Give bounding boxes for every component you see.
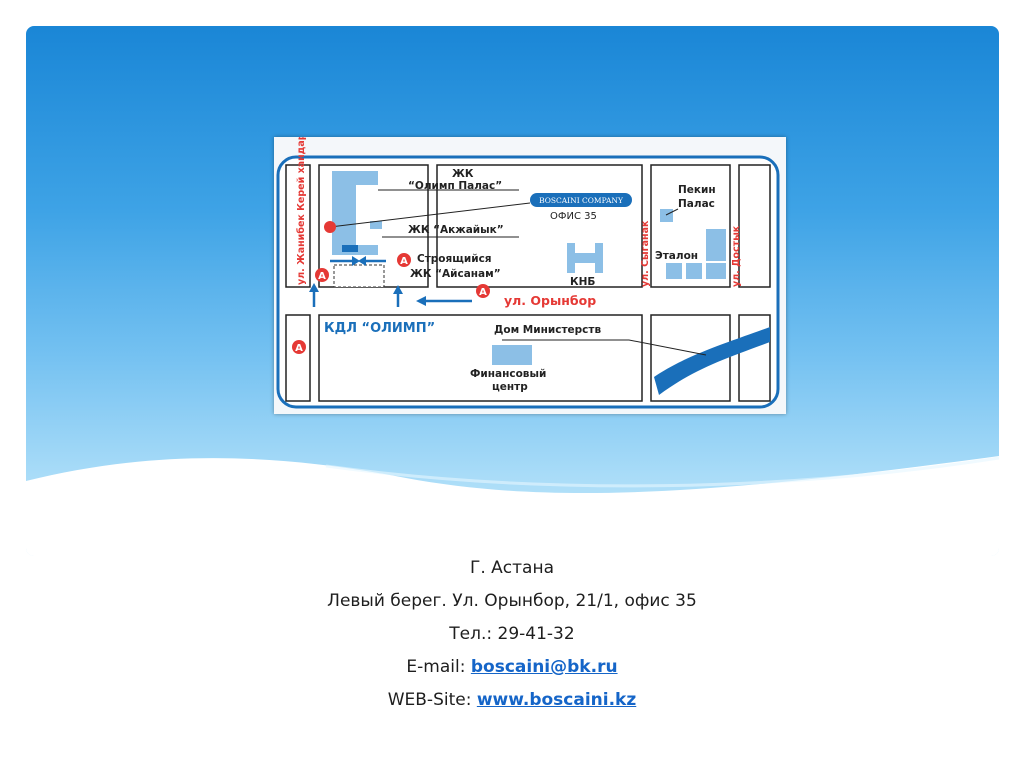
leader-boscaini [329,202,531,228]
label-kdl-olimp: КДЛ “ОЛИМП” [324,321,435,336]
bus-stop-letter: A [318,271,326,282]
building-construction [333,264,385,288]
leader-beijing [665,208,679,216]
building-etalon-3 [686,263,702,279]
direction-arrow-icon [352,256,360,266]
street-dostyk: ул. Достык [731,225,742,287]
bus-stop-letter: A [295,343,303,354]
email-line: E-mail: boscaini@bk.ru [0,651,1024,684]
website-label: WEB-Site: [387,690,477,710]
website-line: WEB-Site: www.boscaini.kz [0,684,1024,717]
block-west [285,164,311,288]
river [654,327,770,395]
block-east [738,164,771,288]
email-link[interactable]: boscaini@bk.ru [470,657,618,677]
label-olimp-palace: “Олимп Палас” [408,180,502,192]
building-etalon-1 [706,229,726,261]
street-zhanibek: ул. Жанибек Керей хандар [296,137,307,285]
header-banner [26,26,999,556]
building-akzhaiyk [370,221,382,229]
block-kdl [318,314,643,402]
building-etalon-4 [706,263,726,279]
label-financial: Финансовый [470,368,546,380]
location-pin-icon [324,221,336,233]
bus-stop-letter: A [400,256,408,267]
phone-line: Тел.: 29-41-32 [449,624,575,644]
bus-stop-icon: A [315,268,329,282]
leader-ministries [502,339,707,356]
label-center: центр [492,381,528,393]
building-knb [567,243,603,273]
label-knb: КНБ [570,276,595,288]
label-beijing: Пекин [678,184,716,196]
office-label: ОФИС 35 [550,211,597,222]
website-link[interactable]: www.boscaini.kz [476,690,637,710]
location-map: A A A A BOSCAINI COMPANY ОФИС 35 ЖК “Оли… [274,137,786,414]
label-ministries: Дом Министерств [494,324,601,336]
address-line: Левый берег. Ул. Орынбор, 21/1, офис 35 [327,591,697,611]
label-etalon: Эталон [655,250,698,262]
street-syganak: ул. Сыганак [640,220,651,287]
wave-decoration [26,456,999,556]
block-river-east [738,314,771,402]
block-knb [436,164,643,288]
email-label: E-mail: [406,657,471,677]
building-etalon-2 [666,263,682,279]
block-west-south [285,314,311,402]
company-badge-text: BOSCAINI COMPANY [539,196,624,205]
bus-stop-icon: A [476,284,490,298]
bus-stop-icon: A [397,253,411,267]
bus-stop-icon: A [292,340,306,354]
building-boscaini [342,245,358,252]
building-olimp-palace [332,171,378,255]
company-badge [530,193,632,207]
label-akzhaiyk: ЖК “Акжайык” [408,224,504,236]
street-orynbor: ул. Орынбор [504,293,596,308]
label-aisanam: ЖК “Айсанам” [410,268,501,280]
direction-arrow-icon [309,283,319,292]
building-financial-center [492,345,532,365]
label-palace: Палас [678,198,715,210]
direction-arrow-icon [416,296,426,306]
city-line: Г. Астана [469,558,554,578]
building-beijing [660,209,673,222]
label-building: Строящийся [417,253,492,265]
contact-info: Г. Астана Левый берег. Ул. Орынбор, 21/1… [0,552,1024,717]
direction-arrow-icon [358,256,366,266]
bus-stop-letter: A [479,287,487,298]
label-zhk: ЖК [452,168,474,180]
direction-arrow-icon [393,285,403,294]
map-drawing: A A A A BOSCAINI COMPANY ОФИС 35 ЖК “Оли… [276,137,780,409]
